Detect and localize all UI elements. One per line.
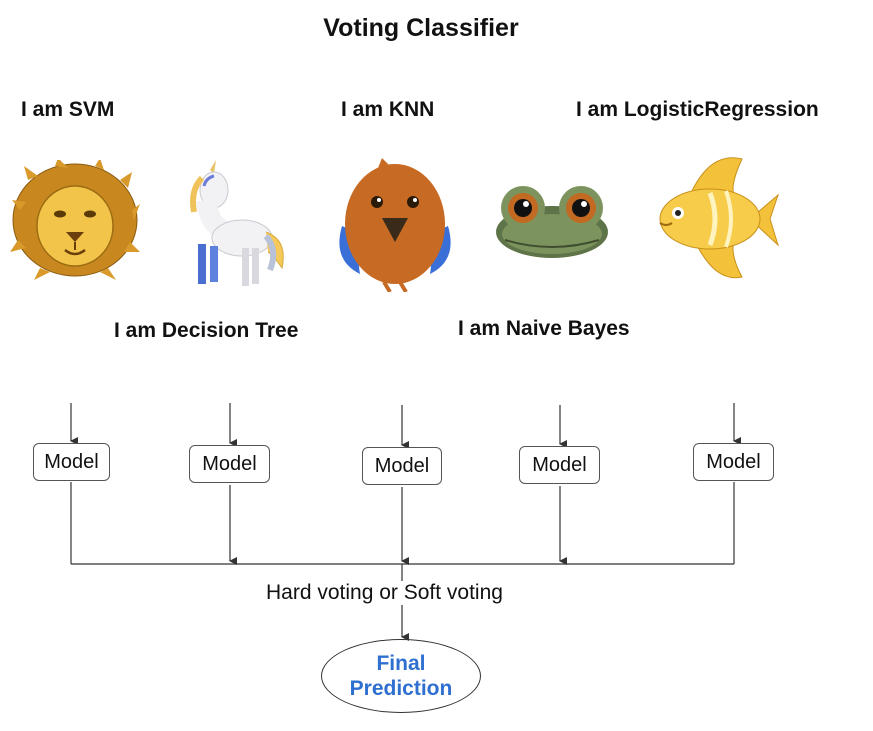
label-logistic-regression: I am LogisticRegression [576, 98, 819, 121]
frog-icon [496, 186, 608, 258]
model-box-knn: Model [362, 447, 442, 485]
voting-label: Hard voting or Soft voting [264, 581, 505, 605]
lion-icon [10, 160, 140, 280]
model-box-naive-bayes: Model [519, 446, 600, 484]
final-line-1: Final [376, 652, 426, 675]
label-naive-bayes: I am Naive Bayes [458, 317, 630, 340]
final-prediction-node: Final Prediction [321, 639, 481, 713]
unicorn-icon [190, 160, 284, 286]
model-box-svm: Model [33, 443, 110, 481]
label-decision-tree: I am Decision Tree [114, 319, 299, 342]
diagram-title: Voting Classifier [323, 14, 519, 42]
label-knn: I am KNN [341, 98, 435, 121]
model-box-logistic-regression: Model [693, 443, 774, 481]
fish-icon [659, 157, 780, 279]
bird-icon [339, 158, 451, 292]
model-box-decision-tree: Model [189, 445, 270, 483]
label-svm: I am SVM [21, 98, 115, 121]
final-line-2: Prediction [349, 677, 453, 700]
